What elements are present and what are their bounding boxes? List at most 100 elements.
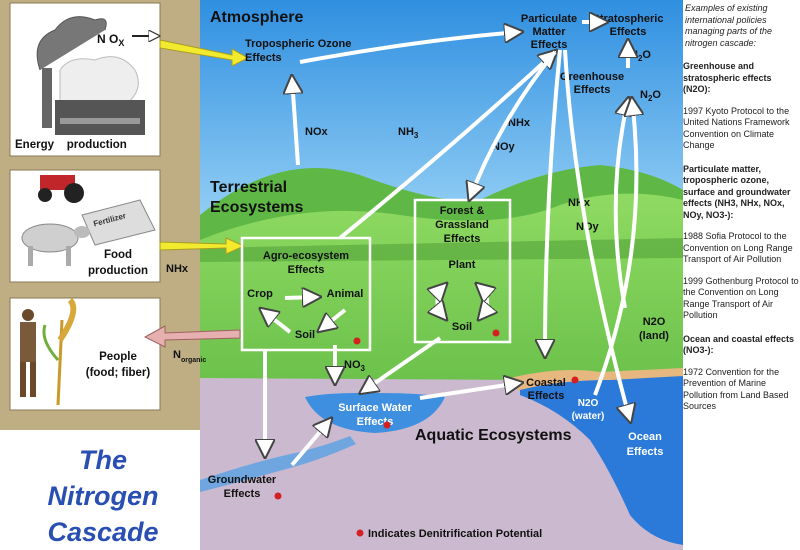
denit-dot-agro: [353, 337, 361, 345]
title-line-3: Cascade: [47, 517, 159, 547]
ocean-label-2: Effects: [627, 446, 664, 458]
policy-sidebar: Examples of existing international polic…: [683, 0, 800, 550]
nhx-left-label: NHx: [166, 263, 189, 275]
atmosphere-label: Atmosphere: [210, 9, 303, 26]
denit-dot-surface: [383, 421, 391, 429]
crop-to-animal-arrow: [284, 297, 318, 298]
food-to-agro-arrow: [159, 237, 246, 255]
pm-to-coastal-arrow: [545, 49, 562, 355]
greenhouse-label-2: Effects: [574, 84, 611, 96]
soil-to-crop-arrow: [262, 310, 292, 334]
n2o-land-label-2: (land): [639, 330, 669, 342]
n-organic-label: Norganic: [173, 349, 206, 364]
soil-agro-node: Soil: [295, 329, 315, 341]
soil-forest-node: Soil: [452, 321, 472, 333]
cow-icon: [21, 223, 90, 266]
agro-label-1: Agro-ecosystem: [263, 250, 349, 262]
n2o-water-up-arrow: [593, 100, 636, 396]
people-label: People: [99, 351, 137, 363]
energy-production-label: Energy production: [15, 139, 127, 151]
agro-label-2: Effects: [288, 264, 325, 276]
sidebar-heading-ocean: Ocean and coastal effects (NO3-):: [683, 333, 795, 356]
forest-grassland-box: [413, 198, 512, 344]
groundwater-label-1: Groundwater: [208, 474, 277, 486]
crop-node: Crop: [247, 288, 273, 300]
animal-to-soil-arrow: [320, 308, 347, 330]
sidebar-policy-marine: 1972 Convention for the Prevention of Ma…: [683, 366, 789, 412]
plant-node: Plant: [449, 259, 476, 271]
denit-dot-forest: [492, 329, 500, 337]
food-label: Food: [104, 249, 132, 261]
plant-soil-arrow-left: [438, 285, 446, 318]
title-line-1: The: [78, 445, 127, 475]
agro-to-people-arrow: [143, 325, 241, 348]
denitrification-dots: [274, 329, 579, 537]
no3-label: NO3: [344, 359, 366, 373]
people-sublabel: (food; fiber): [86, 367, 151, 379]
legend-label: Indicates Denitrification Potential: [368, 528, 542, 540]
groundwater-stream: [200, 436, 356, 492]
animal-node: Animal: [327, 288, 364, 300]
production-label: production: [88, 265, 148, 277]
sidebar-heading-greenhouse: Greenhouse and stratospheric effects (N2…: [683, 61, 772, 94]
sidebar-policy-kyoto: 1997 Kyoto Protocol to the United Nation…: [683, 105, 790, 151]
surface-water-pond: [305, 392, 445, 433]
noy-top-label: NOy: [492, 141, 516, 153]
ocean-label-1: Ocean: [628, 431, 662, 443]
n2o-greenhouse-label: N2O: [640, 89, 661, 103]
ozone-to-pm-arrow: [299, 32, 520, 64]
aquatic-label: Aquatic Ecosystems: [415, 427, 572, 444]
nox-up-arrow: [292, 78, 298, 166]
sidebar-policy-gothenburg: 1999 Gothenburg Protocol to the Conventi…: [683, 275, 799, 321]
surface-water-label-1: Surface Water: [338, 402, 412, 414]
stratospheric-label-1: Stratospheric: [593, 13, 664, 25]
rice-plant-icon: [42, 297, 77, 406]
nhx-right-label: NHx: [568, 197, 591, 209]
agro-ecosystem-box: [240, 236, 372, 352]
sidebar-policy-sofia: 1988 Sofia Protocol to the Convention on…: [683, 231, 793, 264]
agro-to-pm-arrow: [338, 52, 555, 240]
n2o-water-label-2: (water): [572, 411, 605, 422]
crop-rows: [200, 238, 683, 262]
denit-dot-coastal: [571, 376, 579, 384]
plant-soil-arrow-right: [478, 285, 487, 318]
forest-label-2: Grassland: [435, 219, 489, 231]
ocean-water: [520, 376, 683, 545]
pm-to-ocean-arrow: [563, 49, 630, 420]
particulate-label-2: Matter: [532, 26, 566, 38]
groundwater-to-surface-arrow: [290, 420, 330, 467]
sidebar-heading-particulate: Particulate matter, tropospheric ozone, …: [683, 163, 791, 220]
tractor-icon: [38, 175, 84, 203]
farmer-illustration: [20, 309, 36, 397]
denit-dot-groundwater: [274, 492, 282, 500]
sidebar-intro: Examples of existing international polic…: [685, 3, 773, 48]
n2o-water-label-1: N2O: [578, 398, 599, 409]
nh3-label: NH3: [398, 126, 419, 140]
coastal-label-1: Coastal: [526, 377, 566, 389]
greenhouse-label-1: Greenhouse: [560, 71, 624, 83]
particulate-label-1: Particulate: [521, 13, 577, 25]
groundwater-label-2: Effects: [224, 488, 261, 500]
particulate-label-3: Effects: [531, 39, 568, 51]
forest-label-3: Effects: [444, 233, 481, 245]
stratospheric-label-2: Effects: [610, 26, 647, 38]
nhx-top-label: NHx: [508, 117, 531, 129]
nox-label: NOx: [305, 126, 329, 138]
n2o-land-label-1: N2O: [643, 316, 666, 328]
forest-to-surface-arrow: [362, 336, 442, 392]
flow-arrows: [262, 22, 636, 467]
nox-emission-label: N OX: [97, 32, 124, 48]
tropospheric-ozone-label-1: Tropospheric Ozone: [245, 38, 351, 50]
title-panel-background: [0, 430, 200, 550]
coastal-label-2: Effects: [528, 390, 565, 402]
legend-dot: [356, 529, 364, 537]
surface-to-coastal-arrow: [419, 383, 520, 400]
n2o-land-up-arrow: [613, 100, 628, 309]
forest-label-1: Forest &: [440, 205, 485, 217]
terrestrial-label-2: Ecosystems: [210, 199, 303, 216]
terrestrial-label-1: Terrestrial: [210, 179, 287, 196]
diagram-title: The Nitrogen Cascade: [8, 442, 198, 550]
pm-to-forest-arrow: [470, 50, 557, 198]
factory-illustration: [36, 16, 145, 135]
